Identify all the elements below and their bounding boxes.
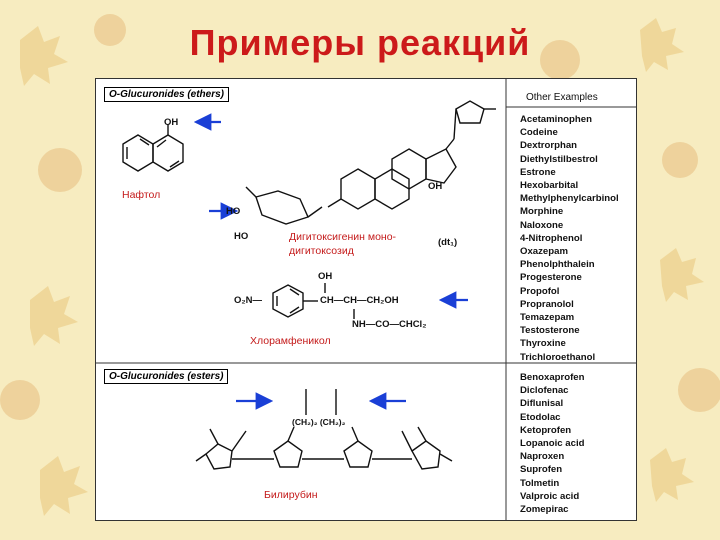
ester-examples-list: Benoxaprofen Diclofenac Diflunisal Etodo… bbox=[520, 371, 585, 516]
digitoxin-ho2: HO bbox=[234, 231, 249, 242]
list-item: Naloxone bbox=[520, 219, 564, 231]
chloramphenicol-no2: O₂N— bbox=[234, 295, 262, 306]
list-item: Valproic acid bbox=[520, 490, 580, 502]
list-item: Hexobarbital bbox=[520, 180, 579, 192]
list-item: Trichloroethanol bbox=[520, 351, 596, 363]
chloramphenicol-oh: OH bbox=[318, 271, 333, 282]
digitoxin-structure bbox=[245, 100, 496, 225]
digitoxin-oh: OH bbox=[428, 181, 443, 192]
list-item: Propofol bbox=[520, 285, 560, 297]
list-item: Estrone bbox=[520, 166, 556, 178]
list-item: Lopanoic acid bbox=[520, 438, 585, 450]
reaction-panel: O-Glucuronides (ethers) O-Glucuronides (… bbox=[95, 78, 637, 521]
list-item: Diethylstilbestrol bbox=[520, 153, 598, 165]
esters-header: O-Glucuronides (esters) bbox=[104, 369, 229, 384]
digitoxin-ho1: HO bbox=[226, 206, 241, 217]
list-item: Suprofen bbox=[520, 464, 563, 476]
list-item: Morphine bbox=[520, 206, 564, 218]
naphthol-oh: OH bbox=[164, 117, 179, 128]
digitoxin-note: (dt₁) bbox=[438, 237, 458, 248]
list-item: Methylphenylcarbinol bbox=[520, 193, 619, 205]
list-item: Acetaminophen bbox=[520, 114, 592, 125]
digitoxin-label-line1: Дигитоксигенин моно- bbox=[289, 231, 397, 243]
list-item: Oxazepam bbox=[520, 246, 568, 258]
bilirubin-structure bbox=[195, 389, 453, 470]
list-item: Propranolol bbox=[520, 298, 574, 310]
chloramphenicol-structure bbox=[272, 283, 355, 319]
list-item: Thyroxine bbox=[520, 338, 566, 350]
ethers-header: O-Glucuronides (ethers) bbox=[104, 87, 230, 102]
list-item: Etodolac bbox=[520, 411, 561, 423]
chloramphenicol-label: Хлорамфеникол bbox=[250, 335, 331, 347]
other-examples-header: Other Examples bbox=[526, 92, 598, 103]
list-item: Benoxaprofen bbox=[520, 372, 585, 383]
list-item: Naproxen bbox=[520, 451, 565, 463]
list-item: Progesterone bbox=[520, 272, 582, 284]
bilirubin-label: Билирубин bbox=[264, 489, 318, 501]
list-item: Tolmetin bbox=[520, 477, 560, 489]
list-item: Diclofenac bbox=[520, 385, 569, 397]
list-item: Dextrorphan bbox=[520, 140, 578, 152]
slide-title: Примеры реакций bbox=[189, 22, 531, 63]
list-item: 4-Nitrophenol bbox=[520, 232, 583, 244]
chloramphenicol-nh: NH—CO—CHCl₂ bbox=[352, 319, 427, 330]
list-item: Codeine bbox=[520, 127, 558, 139]
list-item: Ketoprofen bbox=[520, 424, 572, 436]
list-item: Phenolphthalein bbox=[520, 259, 595, 271]
list-item: Testosterone bbox=[520, 325, 580, 337]
ether-examples-list: Acetaminophen Codeine Dextrorphan Diethy… bbox=[520, 113, 619, 364]
digitoxin-label-line2: дигитоксозид bbox=[289, 245, 354, 257]
bilirubin-chain: (CH₂)₂ (CH₂)₂ bbox=[292, 417, 346, 427]
naphthol-structure bbox=[122, 124, 184, 172]
list-item: Diflunisal bbox=[520, 398, 564, 410]
chloramphenicol-chain: CH—CH—CH₂OH bbox=[320, 295, 399, 306]
structures-drawing bbox=[96, 79, 636, 520]
list-item: Temazepam bbox=[520, 312, 575, 324]
naphthol-label: Нафтол bbox=[122, 189, 161, 201]
list-item: Zomepirac bbox=[520, 504, 569, 516]
